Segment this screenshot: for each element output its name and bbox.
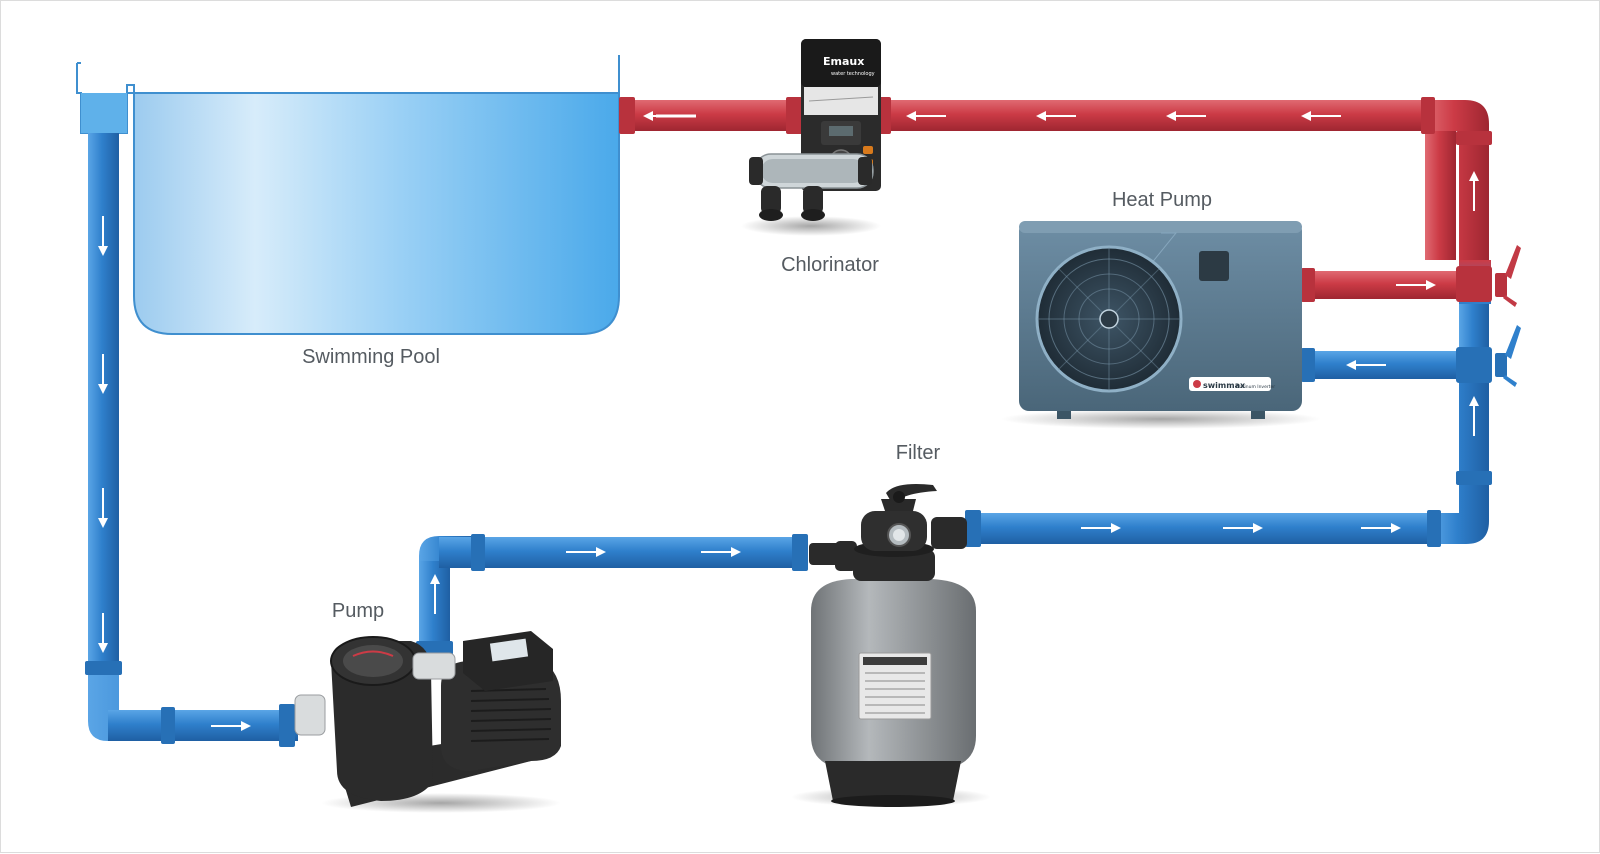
bypass-valve-top[interactable] — [1495, 245, 1521, 307]
pump-label: Pump — [332, 600, 384, 622]
chlorinator: Emaux water technology — [741, 39, 881, 236]
heat-pump-label: Heat Pump — [1112, 189, 1212, 211]
chlorinator-label: Chlorinator — [781, 254, 879, 276]
swimming-pool-label: Swimming Pool — [302, 346, 440, 368]
chlorinator-tagline: water technology — [831, 71, 875, 77]
heat-pump-model: Platinum Inverter — [1236, 384, 1275, 390]
filter-label: Filter — [896, 442, 941, 464]
swimming-pool — [76, 55, 620, 335]
flow-arrows — [98, 111, 1479, 731]
heat-pump: swimmax Platinum Inverter — [1001, 221, 1321, 429]
chlorinator-logo: Emaux — [823, 55, 864, 68]
sand-filter — [791, 484, 991, 807]
heat-pump-logo: swimmax — [1203, 381, 1246, 390]
bypass-valve-bottom[interactable] — [1495, 325, 1521, 387]
pool-pump — [294, 631, 561, 813]
